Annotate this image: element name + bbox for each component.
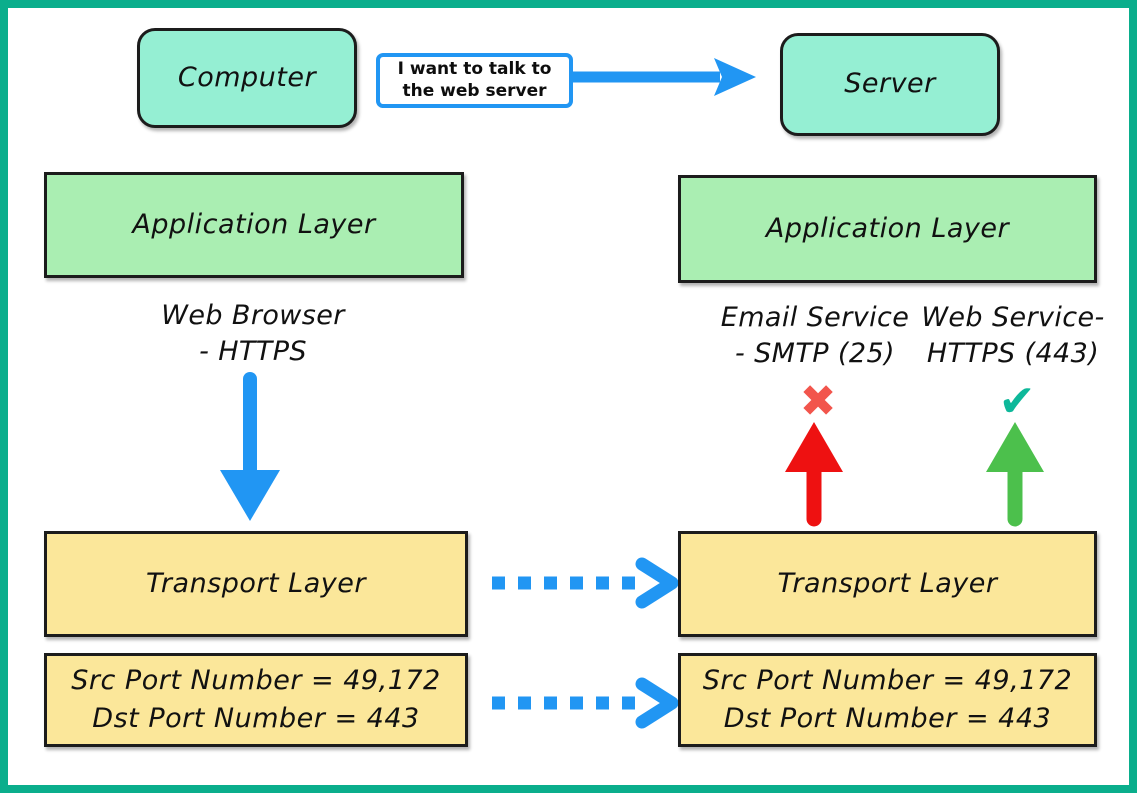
request-arrow — [569, 58, 756, 96]
email-service-annotation: Email Service - SMTP (25) — [720, 302, 910, 369]
server-node[interactable]: Server — [780, 33, 1000, 136]
message-callout[interactable]: I want to talk to the web server — [376, 53, 573, 108]
server-label: Server — [844, 68, 936, 100]
client-transport-layer-label: Transport Layer — [146, 567, 366, 599]
client-src-port-line: Src Port Number = 49,172 — [71, 664, 441, 696]
diagram-stage: Computer I want to talk to the web serve… — [8, 8, 1129, 785]
client-application-layer-label: Application Layer — [132, 208, 376, 240]
https-up-arrow — [986, 422, 1044, 527]
ports-link-arrow — [492, 677, 679, 729]
server-transport-layer-label: Transport Layer — [777, 567, 998, 599]
computer-label: Computer — [177, 61, 317, 93]
server-transport-layer[interactable]: Transport Layer — [678, 531, 1097, 637]
server-port-box[interactable]: Src Port Number = 49,172 Dst Port Number… — [678, 653, 1097, 747]
client-transport-layer[interactable]: Transport Layer — [44, 531, 468, 637]
message-callout-text: I want to talk to the web server — [397, 59, 552, 101]
client-service-annotation: Web Browser - HTTPS — [161, 300, 345, 367]
email-blocked-cross-icon: ✖ — [799, 376, 837, 427]
computer-node[interactable]: Computer — [137, 28, 357, 128]
client-down-arrow — [220, 372, 280, 521]
server-application-layer[interactable]: Application Layer — [678, 175, 1097, 283]
transport-link-arrow — [492, 557, 679, 609]
web-service-annotation: Web Service- HTTPS (443) — [921, 302, 1105, 369]
client-port-box[interactable]: Src Port Number = 49,172 Dst Port Number… — [44, 653, 468, 747]
server-src-port-line: Src Port Number = 49,172 — [702, 664, 1073, 696]
smtp-up-arrow — [785, 422, 843, 527]
client-dst-port-line: Dst Port Number = 443 — [92, 703, 420, 734]
client-application-layer[interactable]: Application Layer — [44, 172, 464, 278]
server-application-layer-label: Application Layer — [765, 212, 1010, 244]
server-dst-port-line: Dst Port Number = 443 — [723, 703, 1052, 734]
web-accepted-check-icon: ✔ — [998, 376, 1036, 427]
